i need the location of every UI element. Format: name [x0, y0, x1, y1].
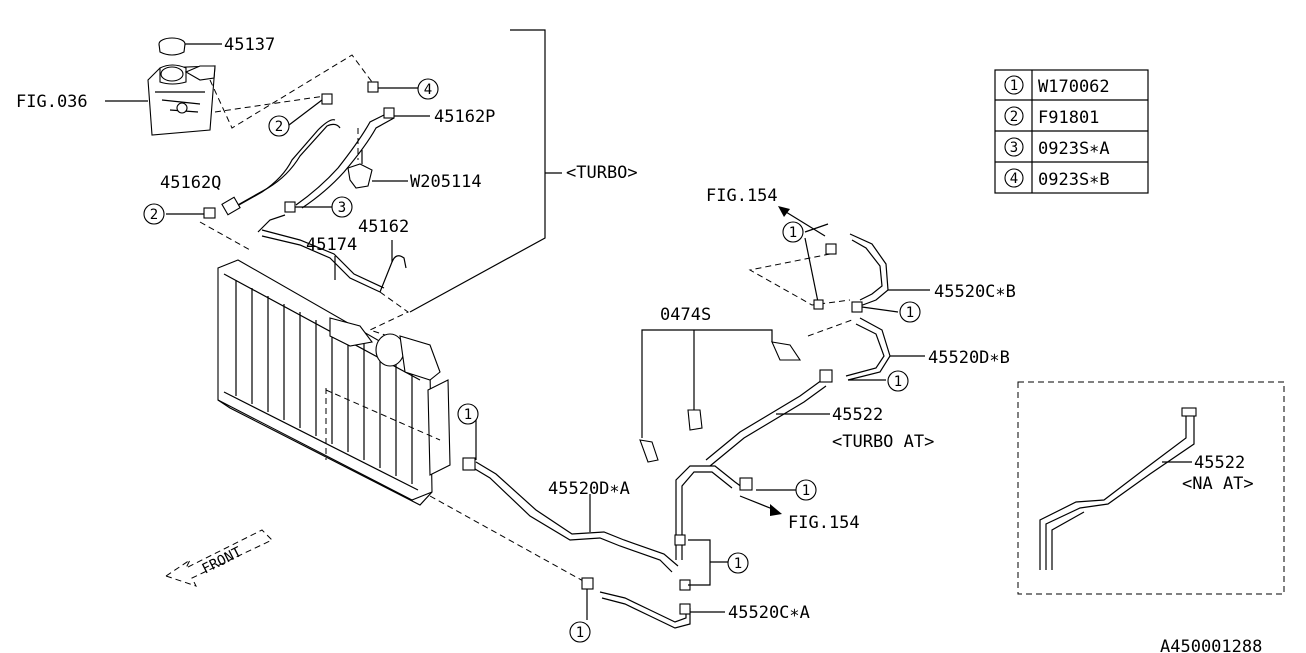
callout-2-left	[143, 203, 165, 225]
clip-w205114	[347, 150, 373, 189]
na-at-box	[1017, 381, 1285, 595]
label-45522-na: 45522	[1194, 453, 1245, 473]
legend-part: F91801	[1038, 108, 1099, 128]
legend-num: 4	[1010, 171, 1018, 187]
label-45162: 45162	[358, 217, 409, 237]
diagram-id: A450001288	[1160, 637, 1262, 653]
callout-2-left-num: 2	[150, 207, 158, 223]
reservoir-tank	[147, 37, 216, 136]
clamp-3	[284, 201, 296, 213]
legend-num: 2	[1010, 109, 1018, 125]
legend-table	[994, 69, 1149, 194]
callout-1-atf	[795, 479, 817, 501]
callout-1-lower-num: 1	[734, 556, 742, 572]
callout-2-top	[268, 115, 290, 137]
callout-1-bottom	[569, 621, 591, 643]
callout-3-num: 3	[338, 200, 346, 216]
front-arrow-icon	[164, 529, 273, 587]
hose-45520CB	[825, 233, 889, 313]
label-fig036: FIG.036	[16, 92, 88, 112]
label-na-at: <NA AT>	[1182, 474, 1254, 494]
label-0474S: 0474S	[660, 305, 711, 325]
callout-1-cb	[899, 301, 921, 323]
callout-2-top-num: 2	[275, 119, 283, 135]
hose-45520CA	[581, 577, 691, 629]
callout-1-lower-pair	[727, 552, 749, 574]
label-45522: 45522	[832, 405, 883, 425]
callout-1-radiator-num: 1	[464, 407, 472, 423]
hose-45162Q	[221, 119, 341, 216]
callout-4-top-num: 4	[424, 82, 432, 98]
legend-part: 0923S∗A	[1038, 139, 1110, 159]
label-45520CA: 45520C∗A	[728, 603, 810, 623]
clamp-2-upper	[321, 93, 333, 105]
callout-1-cb-num: 1	[906, 305, 914, 321]
legend-part: 0923S∗B	[1038, 170, 1110, 190]
callout-1-bottom-num: 1	[576, 625, 584, 641]
clamp-2-lower	[203, 207, 216, 219]
label-turbo-at: <TURBO AT>	[832, 432, 934, 452]
label-45174: 45174	[306, 235, 357, 255]
hose-45174	[257, 214, 407, 293]
legend-num: 3	[1010, 140, 1018, 156]
label-45162Q: 45162Q	[160, 173, 221, 193]
label-45520DB: 45520D∗B	[928, 348, 1010, 368]
callout-1-db	[887, 370, 909, 392]
label-45520CB: 45520C∗B	[934, 282, 1016, 302]
callout-1-db-num: 1	[894, 374, 902, 390]
callout-4-top	[417, 78, 439, 100]
label-fig154-bottom: FIG.154	[788, 513, 860, 533]
callout-3	[331, 196, 353, 218]
label-turbo: <TURBO>	[566, 163, 638, 183]
label-w205114: W205114	[410, 172, 482, 192]
callout-1-upper-clamp	[782, 221, 804, 243]
label-45520DA: 45520D∗A	[548, 479, 630, 499]
label-45162P: 45162P	[434, 107, 495, 127]
atf-lines-turbo	[674, 369, 833, 591]
callout-1-upper-num: 1	[789, 225, 797, 241]
hose-45520DB	[845, 317, 891, 381]
bolt-0474S	[639, 341, 802, 463]
clamp-4	[367, 81, 379, 93]
hose-45162P	[295, 107, 395, 209]
radiator	[217, 259, 451, 506]
legend-part: W170062	[1038, 77, 1110, 97]
legend-num: 1	[1010, 78, 1018, 94]
label-fig154-top: FIG.154	[706, 186, 778, 206]
label-45137: 45137	[224, 35, 275, 55]
hose-45520DA	[462, 457, 679, 573]
callout-1-radiator	[457, 403, 479, 425]
callout-1-atf-num: 1	[802, 483, 810, 499]
label-front: FRONT	[200, 544, 245, 578]
